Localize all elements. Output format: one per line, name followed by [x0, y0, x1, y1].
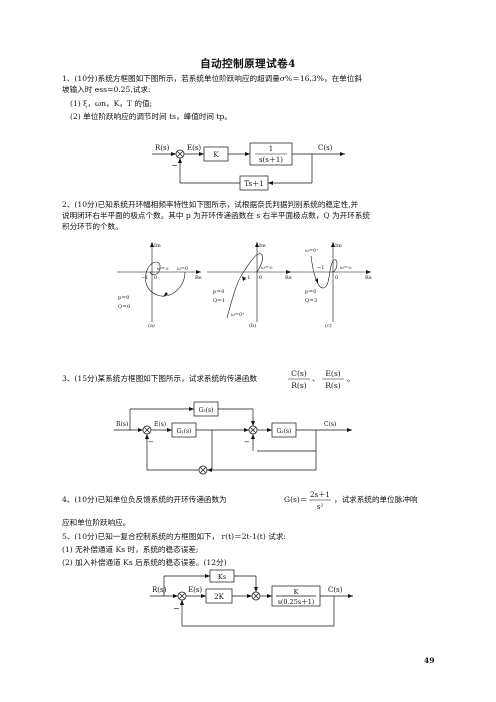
- q1-line2: 坡输入时 ess=0.25,试求:: [62, 85, 151, 94]
- plot-c-im-label: Im: [335, 243, 342, 249]
- plot-a-p: p＝0: [118, 295, 129, 301]
- q5-plant-num: K: [294, 588, 299, 596]
- q3-g2-block: G₂(s): [277, 428, 292, 435]
- plot-c-q: Q＝3: [305, 298, 317, 304]
- q2-line2: 说明闭环右半平面的极点个数。其中 p 为开环传递函数在 s 右半平面极点数，Q …: [62, 211, 371, 220]
- q3-g1-block: G₁(s): [177, 428, 192, 435]
- q3-frac1-den: R(s): [291, 381, 307, 390]
- q5-2k-block: 2K: [214, 593, 224, 601]
- nyquist-plot-b: Im Re −1 0 ω＝∞ ω＝0⁺ p＝0 Q＝1 (b): [207, 242, 292, 329]
- q5-item1: (1) 无补偿通道 Ks 时，系统的稳态误差;: [62, 545, 199, 554]
- nyquist-plot-a: Im Re −1 0 ω＝∞ ω＝0 p＝0 Q＝0 (a): [117, 242, 202, 329]
- q5-e-label: E(s): [188, 586, 202, 594]
- q5-item2: (2) 加入补偿通道 Ks 后系统的稳态误差。(12分): [62, 558, 227, 567]
- q4-line2: 应和单位阶跃响应。: [62, 518, 131, 527]
- q3-r-label: R(s): [116, 421, 128, 428]
- plot-c-origin: 0: [335, 275, 338, 281]
- q3-block-diagram: R(s) E(s) G₁(s) G₃(s) G₂(s) C(s) − −: [114, 401, 352, 475]
- plot-a-w-inf: ω＝∞: [157, 267, 169, 272]
- plot-a-im-label: Im: [154, 243, 161, 249]
- q1-r-label: R(s): [155, 144, 170, 152]
- q3-g3-block: G₃(s): [199, 407, 214, 414]
- q3-sep: 、: [312, 374, 320, 383]
- q1-item2: (2) 单位阶跃响应的调节时间 ts，峰值时间 tp。: [70, 112, 232, 121]
- plot-b-p: p＝0: [213, 289, 224, 295]
- q1-plant-den: s(s＋1): [259, 156, 283, 164]
- plot-b-re-label: Re: [285, 275, 292, 281]
- plot-b-caption: (b): [249, 322, 256, 329]
- q1-e-label: E(s): [187, 144, 201, 152]
- q5-plant-den: s(0.25s＋1): [278, 598, 315, 606]
- q3-frac1-num: C(s): [291, 369, 307, 378]
- plot-b-origin: 0: [259, 275, 262, 281]
- q5-minus-sign: −: [173, 604, 180, 613]
- q3-c-label: C(s): [324, 421, 336, 428]
- q4-formula-lhs: G(s)＝: [284, 495, 307, 504]
- q1-item1: (1) ξ，ωn，K，T 的值;: [70, 99, 153, 108]
- q3-statement: 3、(15分)某系统方框图如下图所示，试求系统的传递函数 C(s) R(s) 、…: [62, 369, 355, 390]
- q3-frac2-den: R(s): [325, 381, 341, 390]
- q5-r-label: R(s): [152, 586, 167, 594]
- q4-text-a: 4、(10分)已知单位负反馈系统的开环传递函数为: [62, 494, 227, 504]
- q3-e-label: E(s): [154, 421, 166, 428]
- q4-formula-num: 2s＋1: [310, 490, 330, 499]
- plot-a-caption: (a): [148, 322, 155, 329]
- q1-feedback-block: Ts＋1: [244, 180, 263, 188]
- q3-end: 。: [347, 374, 355, 383]
- plot-a-origin: 0: [154, 275, 157, 281]
- q4-text-b: ，试求系统的单位脉冲响: [334, 494, 418, 504]
- plot-c-p: p＝0: [305, 289, 316, 295]
- q2-line1: 2、(10分)已知系统开环幅相频率特性如下图所示，试根据奈氏判据判别系统的稳定性…: [62, 200, 359, 209]
- q1-c-label: C(s): [318, 144, 333, 152]
- page-number: 49: [424, 656, 435, 665]
- q2-line3: 积分环节的个数。: [62, 222, 123, 231]
- q3-frac2-num: E(s): [325, 369, 340, 378]
- q5-line1: 5、(10分)已知一复合控制系统的方框图如下， r(t)＝2t·1(t) 试求:: [62, 532, 286, 541]
- plot-c-caption: (c): [325, 322, 332, 329]
- plot-a-w-zero: ω＝0: [177, 266, 188, 272]
- q4-statement: 4、(10分)已知单位负反馈系统的开环传递函数为 G(s)＝ 2s＋1 s² ，…: [62, 490, 418, 511]
- q5-c-label: C(s): [328, 586, 343, 594]
- plot-a-q: Q＝0: [118, 304, 130, 310]
- q1-k-block: K: [213, 151, 219, 159]
- plot-c-re-label: Re: [365, 275, 372, 281]
- plot-a-re-label: Re: [195, 275, 202, 281]
- q4-formula-den: s²: [317, 502, 324, 511]
- plot-b-q: Q＝1: [213, 298, 225, 304]
- plot-a-minus1: −1: [141, 275, 148, 281]
- plot-b-minus1: −1: [243, 275, 250, 281]
- plot-c-w-inf: ω＝∞: [340, 266, 352, 271]
- q3-minus-sign-2: −: [244, 438, 250, 446]
- exam-title: 自动控制原理试卷4: [200, 58, 296, 70]
- q5-ks-block: Ks: [218, 573, 226, 581]
- q3-text: 3、(15分)某系统方框图如下图所示，试求系统的传递函数: [62, 373, 257, 383]
- q1-minus-sign: −: [171, 161, 178, 170]
- plot-b-im-label: Im: [259, 243, 266, 249]
- q3-minus-sign-1: −: [148, 438, 154, 446]
- q1-plant-num: 1: [269, 145, 273, 153]
- plot-c-w-zero: ω＝0⁺: [305, 248, 319, 254]
- nyquist-plot-c: Im Re −1 0 ω＝∞ ω＝0⁺ p＝0 Q＝3 (c): [287, 242, 372, 329]
- q1-block-diagram: R(s) E(s) K 1 s(s＋1) C(s) Ts＋1 −: [152, 142, 345, 191]
- q1-line1: 1、(10分)系统方框图如下图所示，若系统单位阶跃响应的超调量σ%＝16.3%，…: [62, 74, 362, 83]
- q5-block-diagram: R(s) E(s) Ks 2K K s(0.25s＋1) C(s) −: [150, 569, 353, 627]
- plot-b-w-zero: ω＝0⁺: [231, 312, 245, 318]
- plot-c-minus1: −1: [317, 265, 324, 271]
- plot-b-w-inf: ω＝∞: [261, 266, 273, 271]
